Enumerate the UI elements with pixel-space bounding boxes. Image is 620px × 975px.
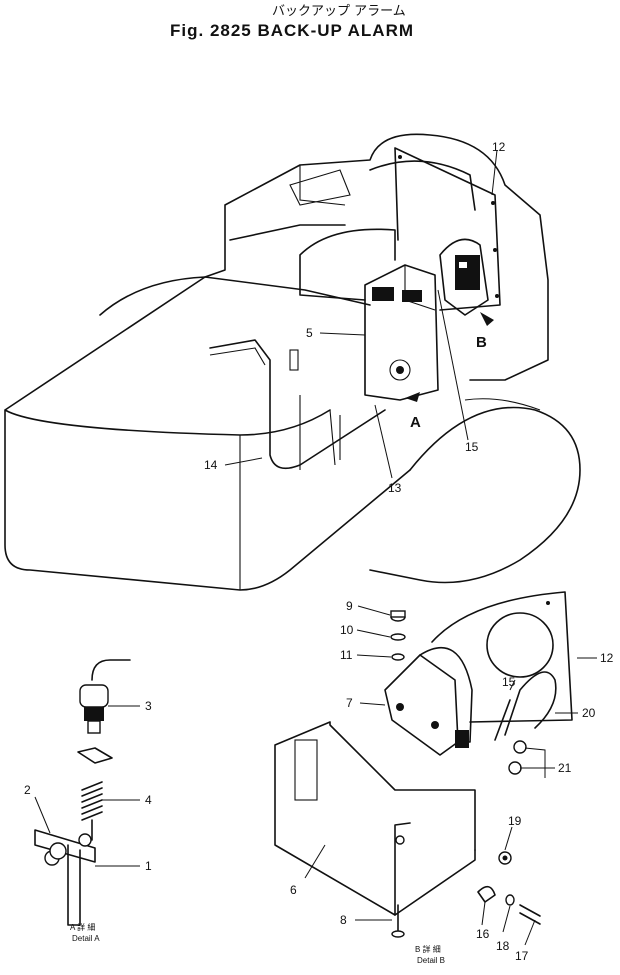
bracket-edge: [394, 849, 476, 916]
detail-b-callouts: 9 10 11 7 12 15 20 21 19 6 8 16 18 17: [290, 599, 614, 963]
fender-edge: [464, 398, 541, 411]
alarm-terminal: [455, 730, 469, 748]
engine-hood: [4, 276, 411, 591]
plate-hole: [486, 612, 554, 678]
callout-5: 5: [306, 326, 313, 340]
bolt-8-head: [391, 930, 405, 938]
washer-10: [390, 633, 406, 641]
bracket-arm: [67, 844, 81, 926]
detail-b-label: Detail B: [417, 956, 445, 965]
callout-6: 6: [290, 883, 297, 897]
view-label-a: A: [410, 414, 421, 431]
backup-alarm-7: [384, 654, 459, 756]
callout-15-detail: 15: [502, 675, 516, 689]
alarm-horn: [455, 255, 480, 290]
view-label-b: B: [476, 334, 487, 351]
mounting-plate-12: [394, 147, 501, 311]
bushing-2: [49, 842, 67, 860]
harness-14: [209, 339, 386, 470]
spring-4: [81, 781, 103, 821]
bracket-1: [34, 829, 96, 863]
plate-bolt: [495, 294, 499, 298]
detail-a: [34, 659, 131, 926]
view-arrow-b-icon: [480, 312, 494, 326]
grommet-19-core: [502, 855, 508, 861]
callout-9: 9: [346, 599, 353, 613]
switch-plunger: [87, 720, 101, 734]
plate-bolt: [546, 601, 550, 605]
callout-2: 2: [24, 783, 31, 797]
bracket-slot: [372, 287, 394, 301]
rear-fender: [369, 406, 581, 584]
alarm-bell: [419, 646, 473, 743]
nut-9-side: [390, 610, 406, 618]
callout-14: 14: [204, 458, 218, 472]
terminal-21: [513, 740, 527, 754]
detail-a-label: Detail A: [72, 934, 100, 943]
switch-wire: [91, 659, 131, 681]
callout-13: 13: [388, 481, 402, 495]
detail-b: [274, 591, 573, 938]
bushing-2: [78, 833, 92, 847]
seat-back: [369, 160, 476, 211]
callout-12-detail: 12: [600, 651, 614, 665]
callout-11: 11: [340, 648, 353, 662]
main-callouts: 12 5 15 13 14: [204, 140, 506, 495]
washer-18: [505, 894, 515, 906]
callout-15-main: 15: [465, 440, 479, 454]
cab-window: [289, 165, 351, 206]
callout-16: 16: [476, 927, 490, 941]
figure-title: Fig. 2825 BACK-UP ALARM: [170, 21, 414, 40]
detail-b-label-jp: B 詳 細: [415, 944, 441, 954]
callout-21: 21: [558, 761, 572, 775]
callout-7: 7: [346, 696, 353, 710]
washer-11: [391, 653, 405, 661]
bolt-hole: [395, 835, 405, 845]
bracket-clamp: [402, 290, 422, 302]
callout-18: 18: [496, 939, 510, 953]
callout-17: 17: [515, 949, 529, 963]
callout-3: 3: [145, 699, 152, 713]
detail-a-callouts: 3 4 2 1: [24, 699, 152, 873]
switch-core: [396, 366, 404, 374]
hood-edges: [239, 409, 336, 590]
plate-bolt: [493, 248, 497, 252]
mounting-plate-12-detail: [431, 591, 573, 723]
callout-19: 19: [508, 814, 522, 828]
bracket-edges: [364, 265, 436, 395]
callout-12-main: 12: [492, 140, 506, 154]
clip-16: [477, 885, 496, 903]
alarm-detail: [459, 262, 467, 268]
seat: [299, 228, 396, 301]
switch-plate: [77, 747, 113, 764]
harness-clip: [289, 349, 299, 371]
terminal-21: [508, 761, 522, 775]
plate-bolt: [398, 155, 402, 159]
switch-body: [84, 707, 104, 721]
switch-housing: [389, 359, 411, 381]
plate-bolt: [491, 201, 495, 205]
alarm-bolt-hole: [396, 703, 404, 711]
alarm-unit: [439, 238, 489, 316]
callout-4: 4: [145, 793, 152, 807]
title-japanese: バックアップ アラーム: [272, 4, 406, 19]
callout-10: 10: [340, 623, 354, 637]
cab-body: [204, 133, 549, 381]
view-arrow-a-icon: [405, 392, 420, 402]
detail-a-label-jp: A 詳 細: [70, 922, 95, 932]
machine-overview: [4, 133, 581, 591]
limit-switch-3: [79, 684, 109, 708]
bolt-17: [519, 904, 541, 925]
callout-8: 8: [340, 913, 347, 927]
wire-15: [494, 699, 511, 741]
callout-1: 1: [145, 859, 152, 873]
bracket-slot: [294, 739, 318, 801]
hood-panel-lines: [299, 395, 341, 470]
harness-sheath: [209, 347, 266, 366]
callout-20: 20: [582, 706, 596, 720]
alarm-bolt-hole: [431, 721, 439, 729]
wire-20: [504, 671, 557, 736]
